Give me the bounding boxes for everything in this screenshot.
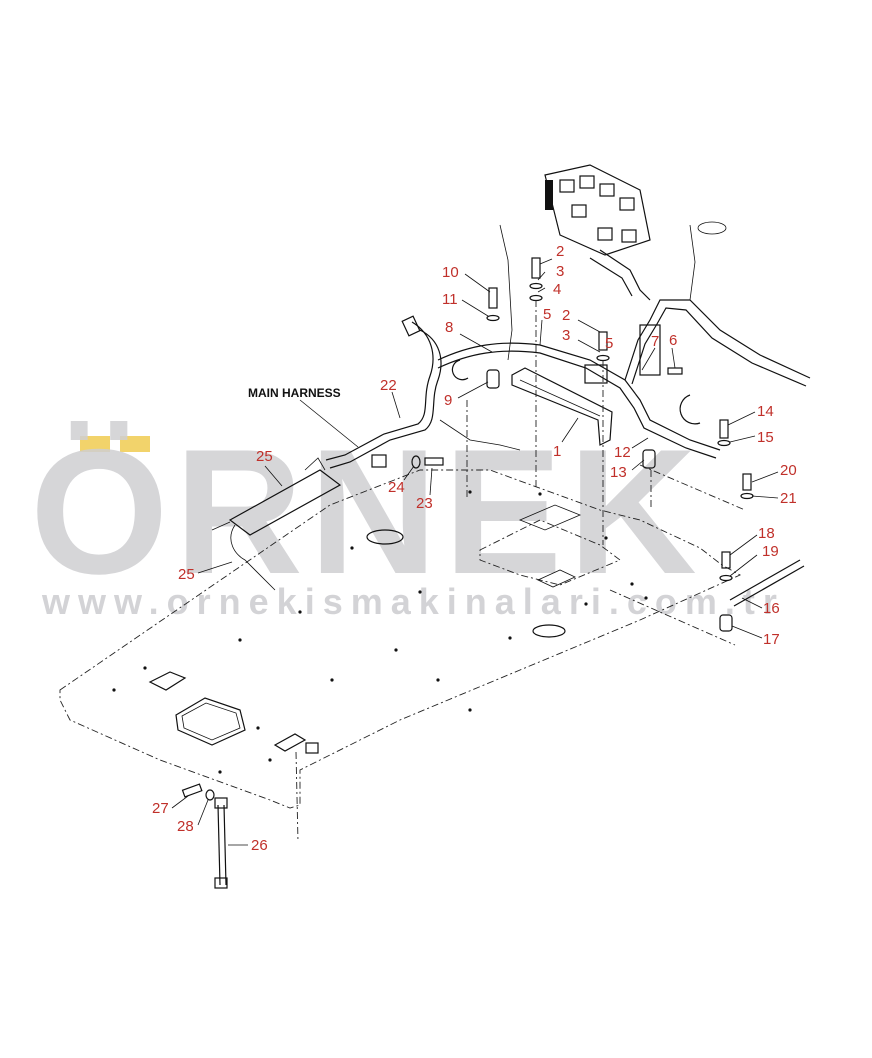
callout-22: 22 — [380, 377, 397, 394]
callout-21: 21 — [780, 490, 797, 507]
protective-tube — [211, 457, 342, 591]
main-harness-label: MAIN HARNESS — [248, 386, 341, 400]
callout-1: 1 — [553, 443, 561, 460]
callout-13: 13 — [610, 464, 627, 481]
callout-25: 25 — [256, 448, 273, 465]
callout-18: 18 — [758, 525, 775, 542]
hardware — [181, 257, 805, 801]
ground-cable — [214, 797, 228, 889]
callout-19: 19 — [762, 543, 779, 560]
leader-lines — [171, 258, 779, 846]
watermark: ÖRNEK www.ornekismakinalari.com.tr — [30, 412, 785, 622]
callout-27: 27 — [152, 800, 169, 817]
callout-15: 15 — [757, 429, 774, 446]
callout-2: 2 — [562, 307, 570, 324]
callout-23: 23 — [416, 495, 433, 512]
callout-26: 26 — [251, 837, 268, 854]
callout-14: 14 — [757, 403, 774, 420]
callout-7: 7 — [651, 333, 659, 350]
callout-24: 24 — [388, 479, 405, 496]
floor-plate — [59, 469, 742, 809]
callout-5: 5 — [543, 306, 551, 323]
callout-11: 11 — [442, 291, 458, 308]
callout-10: 10 — [442, 264, 459, 281]
callout-4: 4 — [553, 281, 561, 298]
main-harness — [325, 221, 811, 469]
callout-numbers: 1 2 2 3 3 4 5 5 6 7 8 9 10 11 12 13 14 1… — [152, 243, 797, 854]
callout-3: 3 — [562, 327, 570, 344]
callout-12: 12 — [614, 444, 631, 461]
floor-holes — [112, 490, 648, 774]
callout-2: 2 — [556, 243, 564, 260]
bracket — [511, 367, 613, 446]
callout-9: 9 — [444, 392, 452, 409]
callout-5: 5 — [605, 335, 613, 352]
callout-8: 8 — [445, 319, 453, 336]
callout-3: 3 — [556, 263, 564, 280]
callout-6: 6 — [669, 332, 677, 349]
relay-box — [544, 164, 651, 256]
watermark-url: www.ornekismakinalari.com.tr — [41, 581, 785, 622]
watermark-accent-right — [120, 436, 150, 452]
callout-25: 25 — [178, 566, 195, 583]
callout-28: 28 — [177, 818, 194, 835]
watermark-accent-left — [80, 436, 110, 452]
callout-20: 20 — [780, 462, 797, 479]
callout-17: 17 — [763, 631, 780, 648]
callout-16: 16 — [763, 600, 780, 617]
